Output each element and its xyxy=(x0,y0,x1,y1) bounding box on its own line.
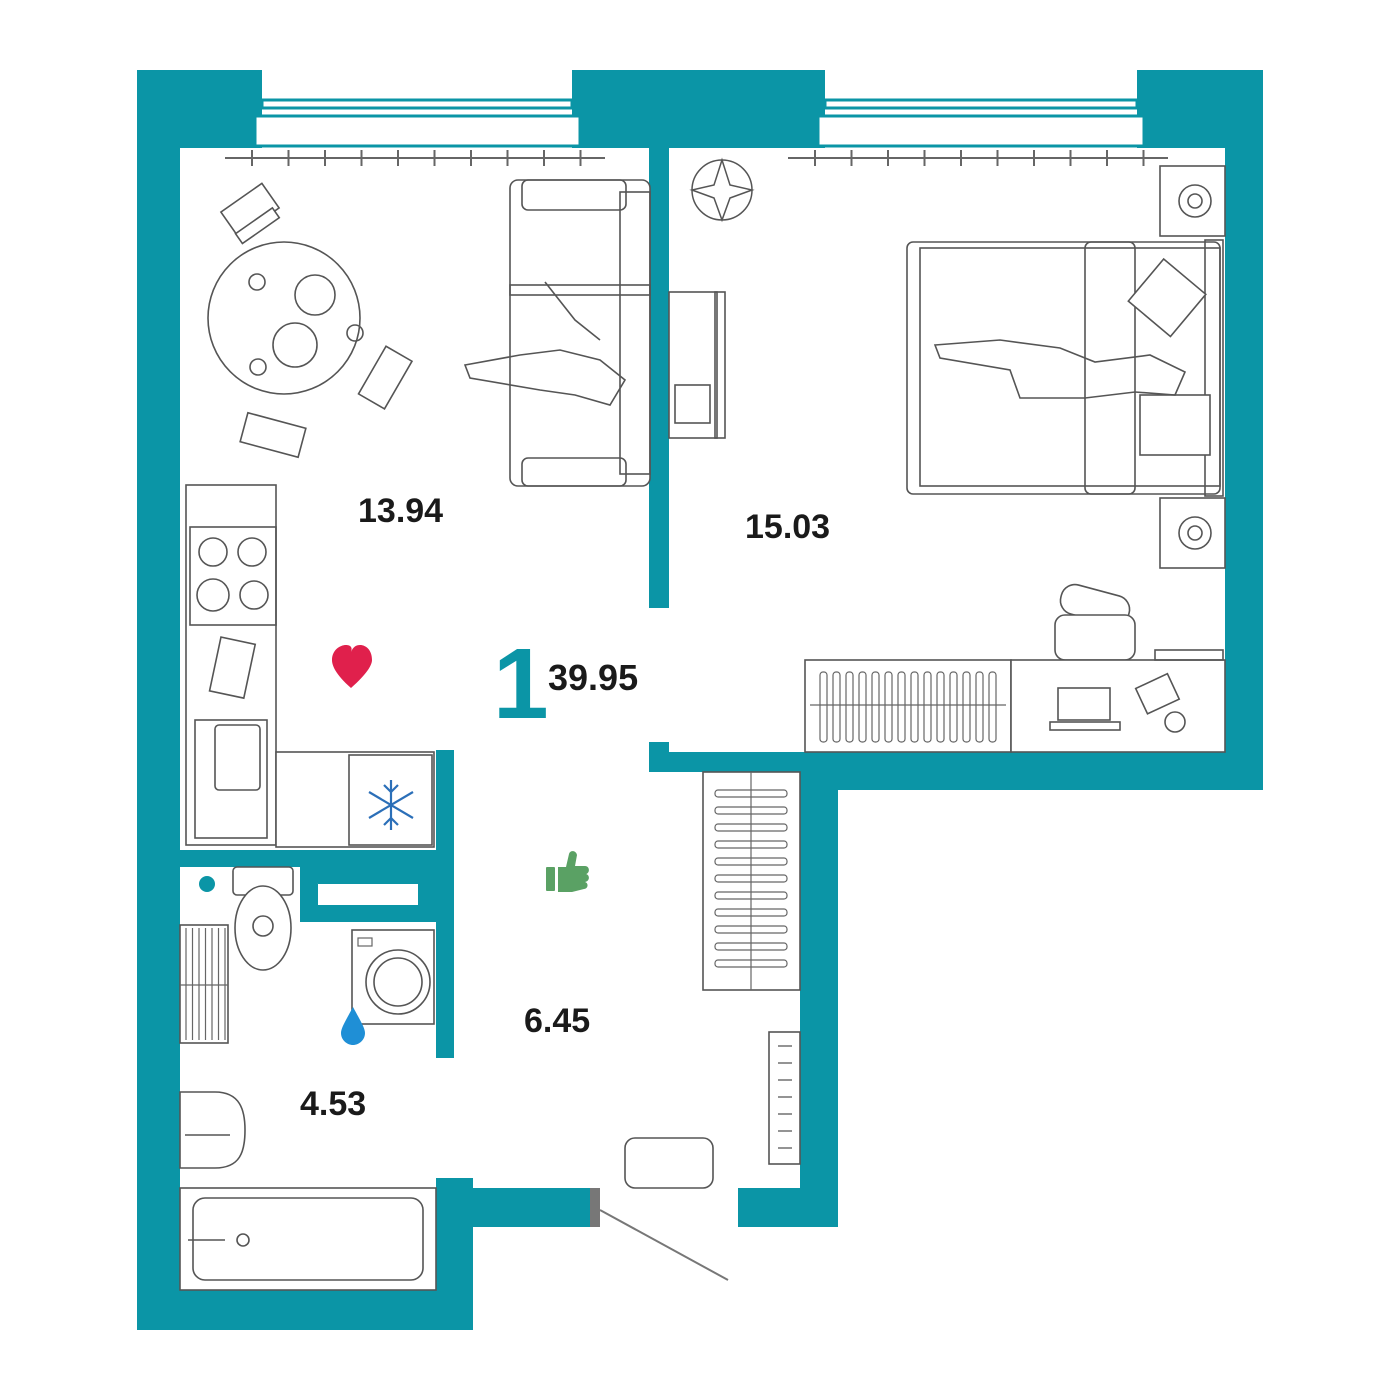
sink xyxy=(179,1091,246,1169)
wardrobe xyxy=(702,771,801,991)
area-kitchen-living: 13.94 xyxy=(358,492,443,530)
bathtub xyxy=(179,1187,437,1291)
thumbs-up-icon xyxy=(546,851,589,892)
plant xyxy=(689,157,755,223)
tv-stand xyxy=(668,291,726,439)
bookshelf xyxy=(804,659,1012,753)
rooms-count: 1 xyxy=(493,628,549,740)
nightstand-bottom xyxy=(1159,497,1226,569)
dining-set xyxy=(207,182,414,459)
nightstand-top xyxy=(1159,165,1226,237)
snowflake-icon xyxy=(368,780,414,830)
kitchen-counter xyxy=(185,484,435,848)
door-mat xyxy=(624,1137,714,1189)
area-bedroom: 15.03 xyxy=(745,508,830,546)
water-drop-icon xyxy=(341,1007,365,1045)
washing-machine xyxy=(351,929,435,1025)
area-bathroom: 4.53 xyxy=(300,1085,366,1123)
window-left xyxy=(253,98,582,148)
entrance-door[interactable] xyxy=(590,1188,729,1281)
desk-chair xyxy=(1054,583,1136,661)
drain-dot xyxy=(199,876,215,892)
shoe-rack xyxy=(768,1031,801,1165)
area-hallway: 6.45 xyxy=(524,1002,590,1040)
bed xyxy=(906,239,1224,497)
walls xyxy=(137,70,1263,1330)
heart-icon xyxy=(332,645,372,688)
sofa xyxy=(463,179,651,487)
window-right xyxy=(816,98,1146,148)
desk xyxy=(1010,649,1226,753)
toilet xyxy=(232,866,294,971)
towel-rail xyxy=(179,924,229,1044)
total-area: 39.95 xyxy=(548,657,638,698)
